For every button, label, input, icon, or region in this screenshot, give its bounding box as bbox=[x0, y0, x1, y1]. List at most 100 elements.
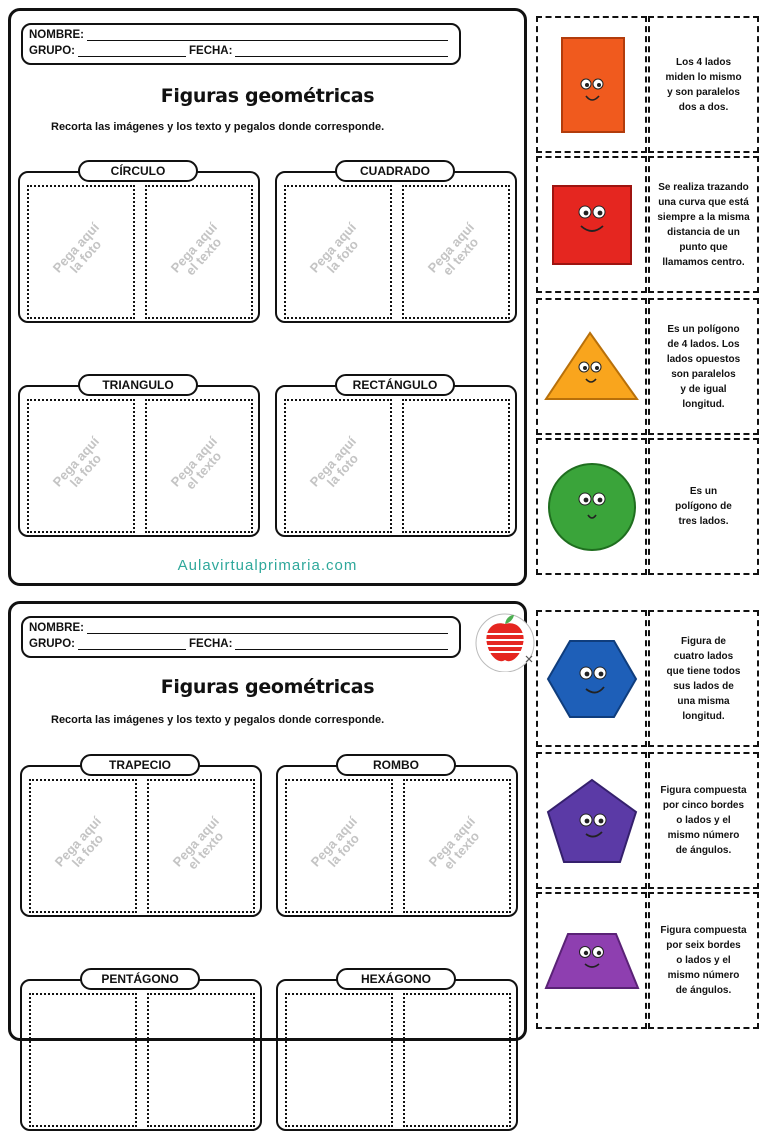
text-line: polígono de bbox=[675, 501, 732, 512]
text-line: miden lo mismo bbox=[665, 71, 742, 83]
text-line: una curva que está bbox=[658, 196, 749, 208]
cutout-pentagon-card[interactable] bbox=[536, 752, 647, 889]
worksheet-title: Figuras geométricas bbox=[160, 676, 375, 698]
text-line: son paralelos bbox=[671, 368, 736, 380]
text-line: de 4 lados. Los bbox=[667, 338, 740, 350]
text-slot[interactable] bbox=[402, 399, 510, 533]
text-line: de ángulos. bbox=[675, 985, 732, 996]
cutout-hexagon-card[interactable] bbox=[536, 610, 647, 747]
box-label: CÍRCULO bbox=[78, 160, 198, 182]
box-label: TRIANGULO bbox=[78, 374, 198, 396]
cutout-rectangle-card[interactable] bbox=[536, 16, 647, 153]
text-line: longitud. bbox=[682, 398, 725, 410]
cutout-text-card[interactable]: Se realiza trazando una curva que está s… bbox=[648, 156, 759, 293]
worksheet-2: NOMBRE: GRUPO: FECHA: Figuras geométrica… bbox=[8, 601, 535, 1131]
cutout-text-card[interactable]: Figura compuesta por cinco bordes o lado… bbox=[648, 752, 759, 889]
worksheet-1: NOMBRE: GRUPO: FECHA: Figuras geométrica… bbox=[8, 8, 527, 586]
cutout-circle-card[interactable] bbox=[536, 438, 647, 575]
text-line: mismo número bbox=[667, 970, 740, 981]
text-line: dos a dos. bbox=[678, 101, 729, 113]
cutout-text-card[interactable]: Es un polígono de tres lados. bbox=[648, 438, 759, 575]
cutout-text-card[interactable]: Figura de cuatro lados que tiene todos s… bbox=[648, 610, 759, 747]
text-line: mismo número bbox=[667, 830, 740, 841]
fecha-label: FECHA: bbox=[189, 638, 233, 650]
fecha-line[interactable] bbox=[235, 638, 448, 650]
text-line: por seix bordes bbox=[666, 940, 741, 951]
text-line: Es un polígono bbox=[667, 323, 740, 335]
cutout-text-card[interactable]: Figura compuesta por seix bordes o lados… bbox=[648, 892, 759, 1029]
text-line: Los 4 lados bbox=[675, 56, 731, 68]
fecha-label: FECHA: bbox=[189, 45, 233, 57]
paste-box-pentagono: PENTÁGONO bbox=[20, 968, 262, 1131]
text-line: distancia de un bbox=[667, 226, 740, 238]
box-label: CUADRADO bbox=[335, 160, 455, 182]
cutout-trapezoid-card[interactable] bbox=[536, 892, 647, 1029]
box-label: PENTÁGONO bbox=[80, 968, 200, 990]
website-footer: Aulavirtualprimaria.com bbox=[177, 557, 358, 574]
text-line: o lados y el bbox=[676, 955, 731, 966]
cutout-triangle-card[interactable] bbox=[536, 298, 647, 435]
text-line: Figura de bbox=[680, 635, 726, 647]
text-line: Figura compuesta bbox=[660, 785, 747, 796]
grupo-label: GRUPO: bbox=[29, 45, 75, 57]
cutout-square-card[interactable] bbox=[536, 156, 647, 293]
paste-box-hexagono: HEXÁGONO bbox=[276, 968, 518, 1131]
text-line: y de igual bbox=[680, 383, 727, 395]
student-info-header: NOMBRE: GRUPO: FECHA: bbox=[21, 616, 461, 658]
text-line: Se realiza trazando bbox=[658, 181, 749, 193]
text-line: de ángulos. bbox=[675, 845, 732, 856]
photo-slot[interactable] bbox=[285, 993, 393, 1127]
text-line: Es un bbox=[689, 486, 718, 497]
instruction-text: Recorta las imágenes y los texto y pegal… bbox=[51, 714, 385, 726]
cutout-text-card[interactable]: Los 4 lados miden lo mismo y son paralel… bbox=[648, 16, 759, 153]
text-line: y son paralelos bbox=[667, 86, 740, 98]
text-line: tres lados. bbox=[678, 516, 729, 527]
text-slot[interactable] bbox=[147, 993, 255, 1127]
box-label: ROMBO bbox=[336, 754, 456, 776]
text-line: Figura compuesta bbox=[660, 925, 747, 936]
text-line: o lados y el bbox=[676, 815, 731, 826]
apple-logo-icon bbox=[475, 613, 535, 672]
nombre-label: NOMBRE: bbox=[29, 622, 84, 634]
text-slot[interactable] bbox=[403, 993, 511, 1127]
square-shape-icon bbox=[551, 184, 632, 265]
text-line: longitud. bbox=[682, 710, 725, 722]
student-info-header: NOMBRE: GRUPO: FECHA: bbox=[21, 23, 461, 65]
nombre-line[interactable] bbox=[86, 622, 448, 634]
nombre-label: NOMBRE: bbox=[29, 29, 84, 41]
box-label: TRAPECIO bbox=[80, 754, 200, 776]
text-line: lados opuestos bbox=[666, 353, 741, 365]
nombre-line[interactable] bbox=[86, 29, 448, 41]
grupo-label: GRUPO: bbox=[29, 638, 75, 650]
cutout-text-card[interactable]: Es un polígono de 4 lados. Los lados opu… bbox=[648, 298, 759, 435]
photo-slot[interactable] bbox=[29, 993, 137, 1127]
text-line: por cinco bordes bbox=[662, 800, 745, 811]
instruction-text: Recorta las imágenes y los texto y pegal… bbox=[51, 121, 385, 133]
pentagon-shape-icon bbox=[546, 778, 637, 863]
grupo-line[interactable] bbox=[78, 45, 186, 57]
text-line: cuatro lados bbox=[673, 650, 734, 662]
rectangle-shape-icon bbox=[560, 36, 625, 133]
text-line: una misma bbox=[677, 695, 730, 707]
grupo-line[interactable] bbox=[78, 638, 186, 650]
triangle-shape-icon bbox=[543, 330, 639, 400]
box-label: RECTÁNGULO bbox=[335, 374, 455, 396]
text-line: llamamos centro. bbox=[662, 256, 745, 268]
fecha-line[interactable] bbox=[235, 45, 448, 57]
text-line: que tiene todos bbox=[666, 665, 741, 677]
